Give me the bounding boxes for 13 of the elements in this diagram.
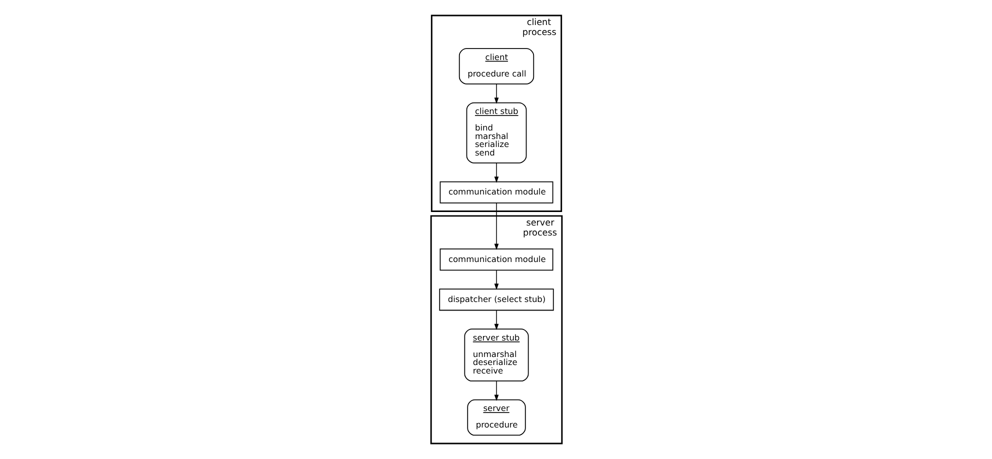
- node-box: communication module: [439, 181, 553, 204]
- node-box: server procedure: [466, 399, 526, 436]
- arrow: [494, 310, 498, 330]
- arrow: [494, 84, 498, 104]
- node-box: client stub bind marshal serialize send: [466, 102, 526, 164]
- node-box: dispatcher (select stub): [438, 288, 554, 311]
- arrow: [494, 202, 498, 250]
- node-box: server stub unmarshal deserialize receive: [464, 328, 528, 382]
- node-box: client procedure call: [458, 48, 534, 84]
- arrow: [494, 270, 498, 290]
- arrow: [494, 162, 498, 183]
- arrow: [494, 380, 498, 401]
- node-box: communication module: [439, 248, 553, 271]
